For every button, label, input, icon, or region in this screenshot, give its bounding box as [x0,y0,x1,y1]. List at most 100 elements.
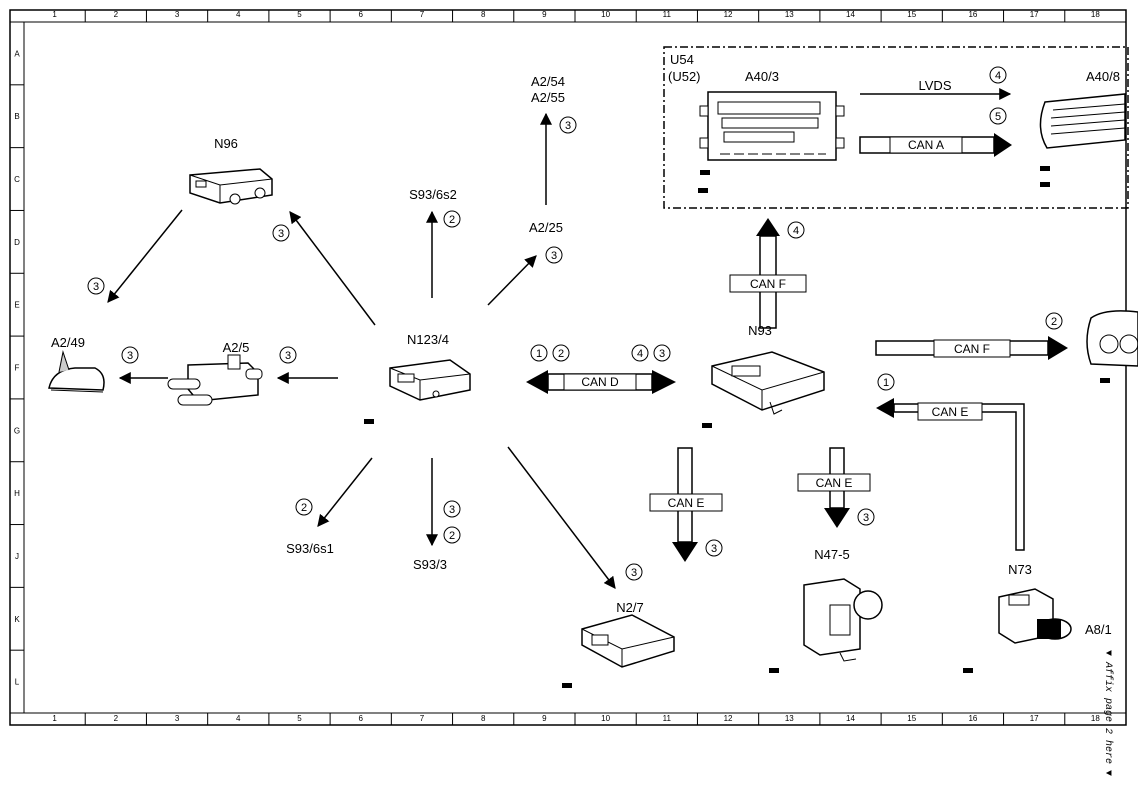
svg-text:3: 3 [863,512,869,524]
marker-3: 3 [653,344,671,362]
reference-hand-icons [364,166,1110,688]
grid-row-label: L [15,678,20,687]
svg-text:2: 2 [558,348,564,360]
can-f-vertical-label: CAN F [729,274,807,293]
grid-column-label: 16 [968,10,977,19]
marker-3: 3 [279,346,297,364]
grid-row-label: K [14,615,20,624]
grid-column-label: 15 [907,714,916,723]
affix-note: ▼ Affix page 2 here ▼ [1102,650,1113,777]
label-n93: N93 [748,323,772,338]
svg-text:3: 3 [285,350,291,362]
grid-row-label: E [14,301,19,310]
grid-column-label: 12 [724,714,733,723]
a40-3-display-icon [699,91,845,161]
grid-column-label: 11 [663,714,672,723]
marker-4: 4 [989,66,1007,84]
marker-4: 4 [787,221,805,239]
marker-2: 2 [443,526,461,544]
label-s93-3: S93/3 [413,557,447,572]
svg-text:3: 3 [93,281,99,293]
label-n96: N96 [214,136,238,151]
grid-column-label: 14 [846,714,855,723]
marker-2: 2 [1045,312,1063,330]
grid-column-label: 9 [542,10,547,19]
label-a40-8: A40/8 [1086,69,1120,84]
svg-text:CAN F: CAN F [954,342,990,356]
n47-5-pump-icon [803,578,883,662]
grid-column-label: 8 [481,714,486,723]
grid-column-label: 2 [114,714,119,723]
grid-row-label: H [14,489,20,498]
svg-text:3: 3 [659,348,665,360]
n96-module-icon [189,168,273,205]
marker-3: 3 [121,346,139,364]
arrow-n123-4-to-s93-6s1 [317,457,373,527]
svg-text:4: 4 [995,70,1001,82]
label-a2-5: A2/5 [223,340,250,355]
grid-row-label: G [14,426,20,435]
svg-text:CAN E: CAN E [816,476,853,490]
svg-text:3: 3 [449,504,455,516]
arrow-n96-to-a2-49 [107,209,183,303]
grid-column-label: 13 [785,714,794,723]
svg-text:3: 3 [711,543,717,555]
u54-group-boundary [663,46,1129,209]
svg-text:1: 1 [536,348,542,360]
svg-text:2: 2 [449,530,455,542]
frame-border [9,9,1127,726]
grid-column-label: 18 [1091,714,1100,723]
can-e-right-label: CAN E [797,473,871,492]
n2-7-module-icon [581,614,675,668]
grid-column-label: 7 [420,714,425,723]
grid-column-label: 6 [358,10,363,19]
grid-column-label: 4 [236,10,241,19]
marker-3: 3 [857,508,875,526]
grid-column-ticks: 1122334455667788991010111112121313141415… [52,10,1100,725]
grid-row-label: D [14,238,20,247]
a2-49-antenna-icon [48,350,105,393]
grid-column-label: 10 [601,10,610,19]
svg-text:2: 2 [449,214,455,226]
grid-column-label: 3 [175,714,180,723]
marker-3: 3 [272,224,290,242]
label-a2-49: A2/49 [51,335,85,350]
svg-text:CAN E: CAN E [668,496,705,510]
can-e-n73-bus-arrow [876,398,1025,551]
label-u54: U54 [670,52,694,67]
grid-column-label: 17 [1030,10,1039,19]
label-n123-4: N123/4 [407,332,449,347]
svg-text:3: 3 [631,567,637,579]
label-a2-25: A2/25 [529,220,563,235]
label-s93-6s1: S93/6s1 [286,541,334,556]
grid-column-label: 3 [175,10,180,19]
can-f-horizontal-label: CAN F [933,339,1011,358]
arrow-n123-4-to-n96 [289,211,376,326]
grid-row-label: B [14,112,19,121]
svg-text:5: 5 [995,111,1001,123]
marker-2: 2 [552,344,570,362]
grid-column-label: 1 [52,714,57,723]
label-u52: (U52) [668,69,701,84]
svg-text:CAN F: CAN F [750,277,786,291]
svg-text:2: 2 [1051,316,1057,328]
grid-column-label: 16 [968,714,977,723]
grid-column-label: 4 [236,714,241,723]
label-a8-1: A8/1 [1085,622,1112,637]
grid-row-label: F [15,364,20,373]
label-n47-5: N47-5 [814,547,849,562]
marker-3: 3 [625,563,643,581]
grid-column-label: 6 [358,714,363,723]
grid-column-label: 18 [1091,10,1100,19]
grid-row-label: C [14,175,20,184]
grid-column-label: 14 [846,10,855,19]
svg-text:3: 3 [565,120,571,132]
grid-column-label: 8 [481,10,486,19]
can-d-label: CAN D [563,373,637,391]
can-f-vertical-bus-arrow [756,218,780,329]
grid-column-label: 5 [297,714,302,723]
lvds-label: LVDS [919,78,952,93]
marker-2: 2 [295,498,313,516]
can-a-label: CAN A [889,136,963,154]
